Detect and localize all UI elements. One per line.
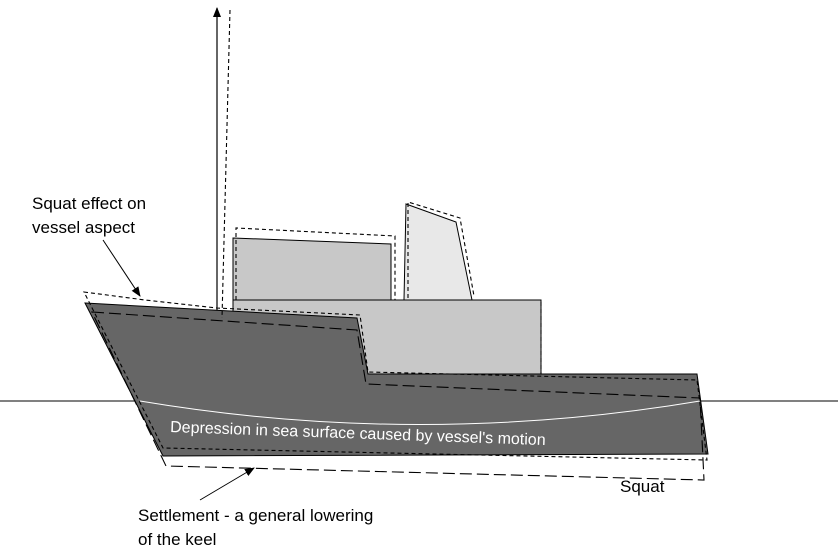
settlement-arrow [199,467,255,501]
squat-aspect-outline [83,291,708,461]
wheelhouse [232,237,392,301]
depression-curve [139,400,701,425]
settlement-outline [91,311,705,481]
settlement-label-line2: of the keel [138,530,216,549]
squat-effect-arrow [102,239,141,297]
wheelhouse-dashed-outline [235,227,396,300]
mast-dashed-outline [221,9,231,319]
funnel-dashed-outline [407,201,475,298]
settlement-label-line1: Settlement - a general lowering [138,506,373,525]
funnel [403,203,473,301]
squat-effect-label-line2: vessel aspect [32,218,135,237]
hull [84,302,709,457]
squat-effect-label-line1: Squat effect on [32,194,146,213]
squat-label: Squat [620,477,665,496]
